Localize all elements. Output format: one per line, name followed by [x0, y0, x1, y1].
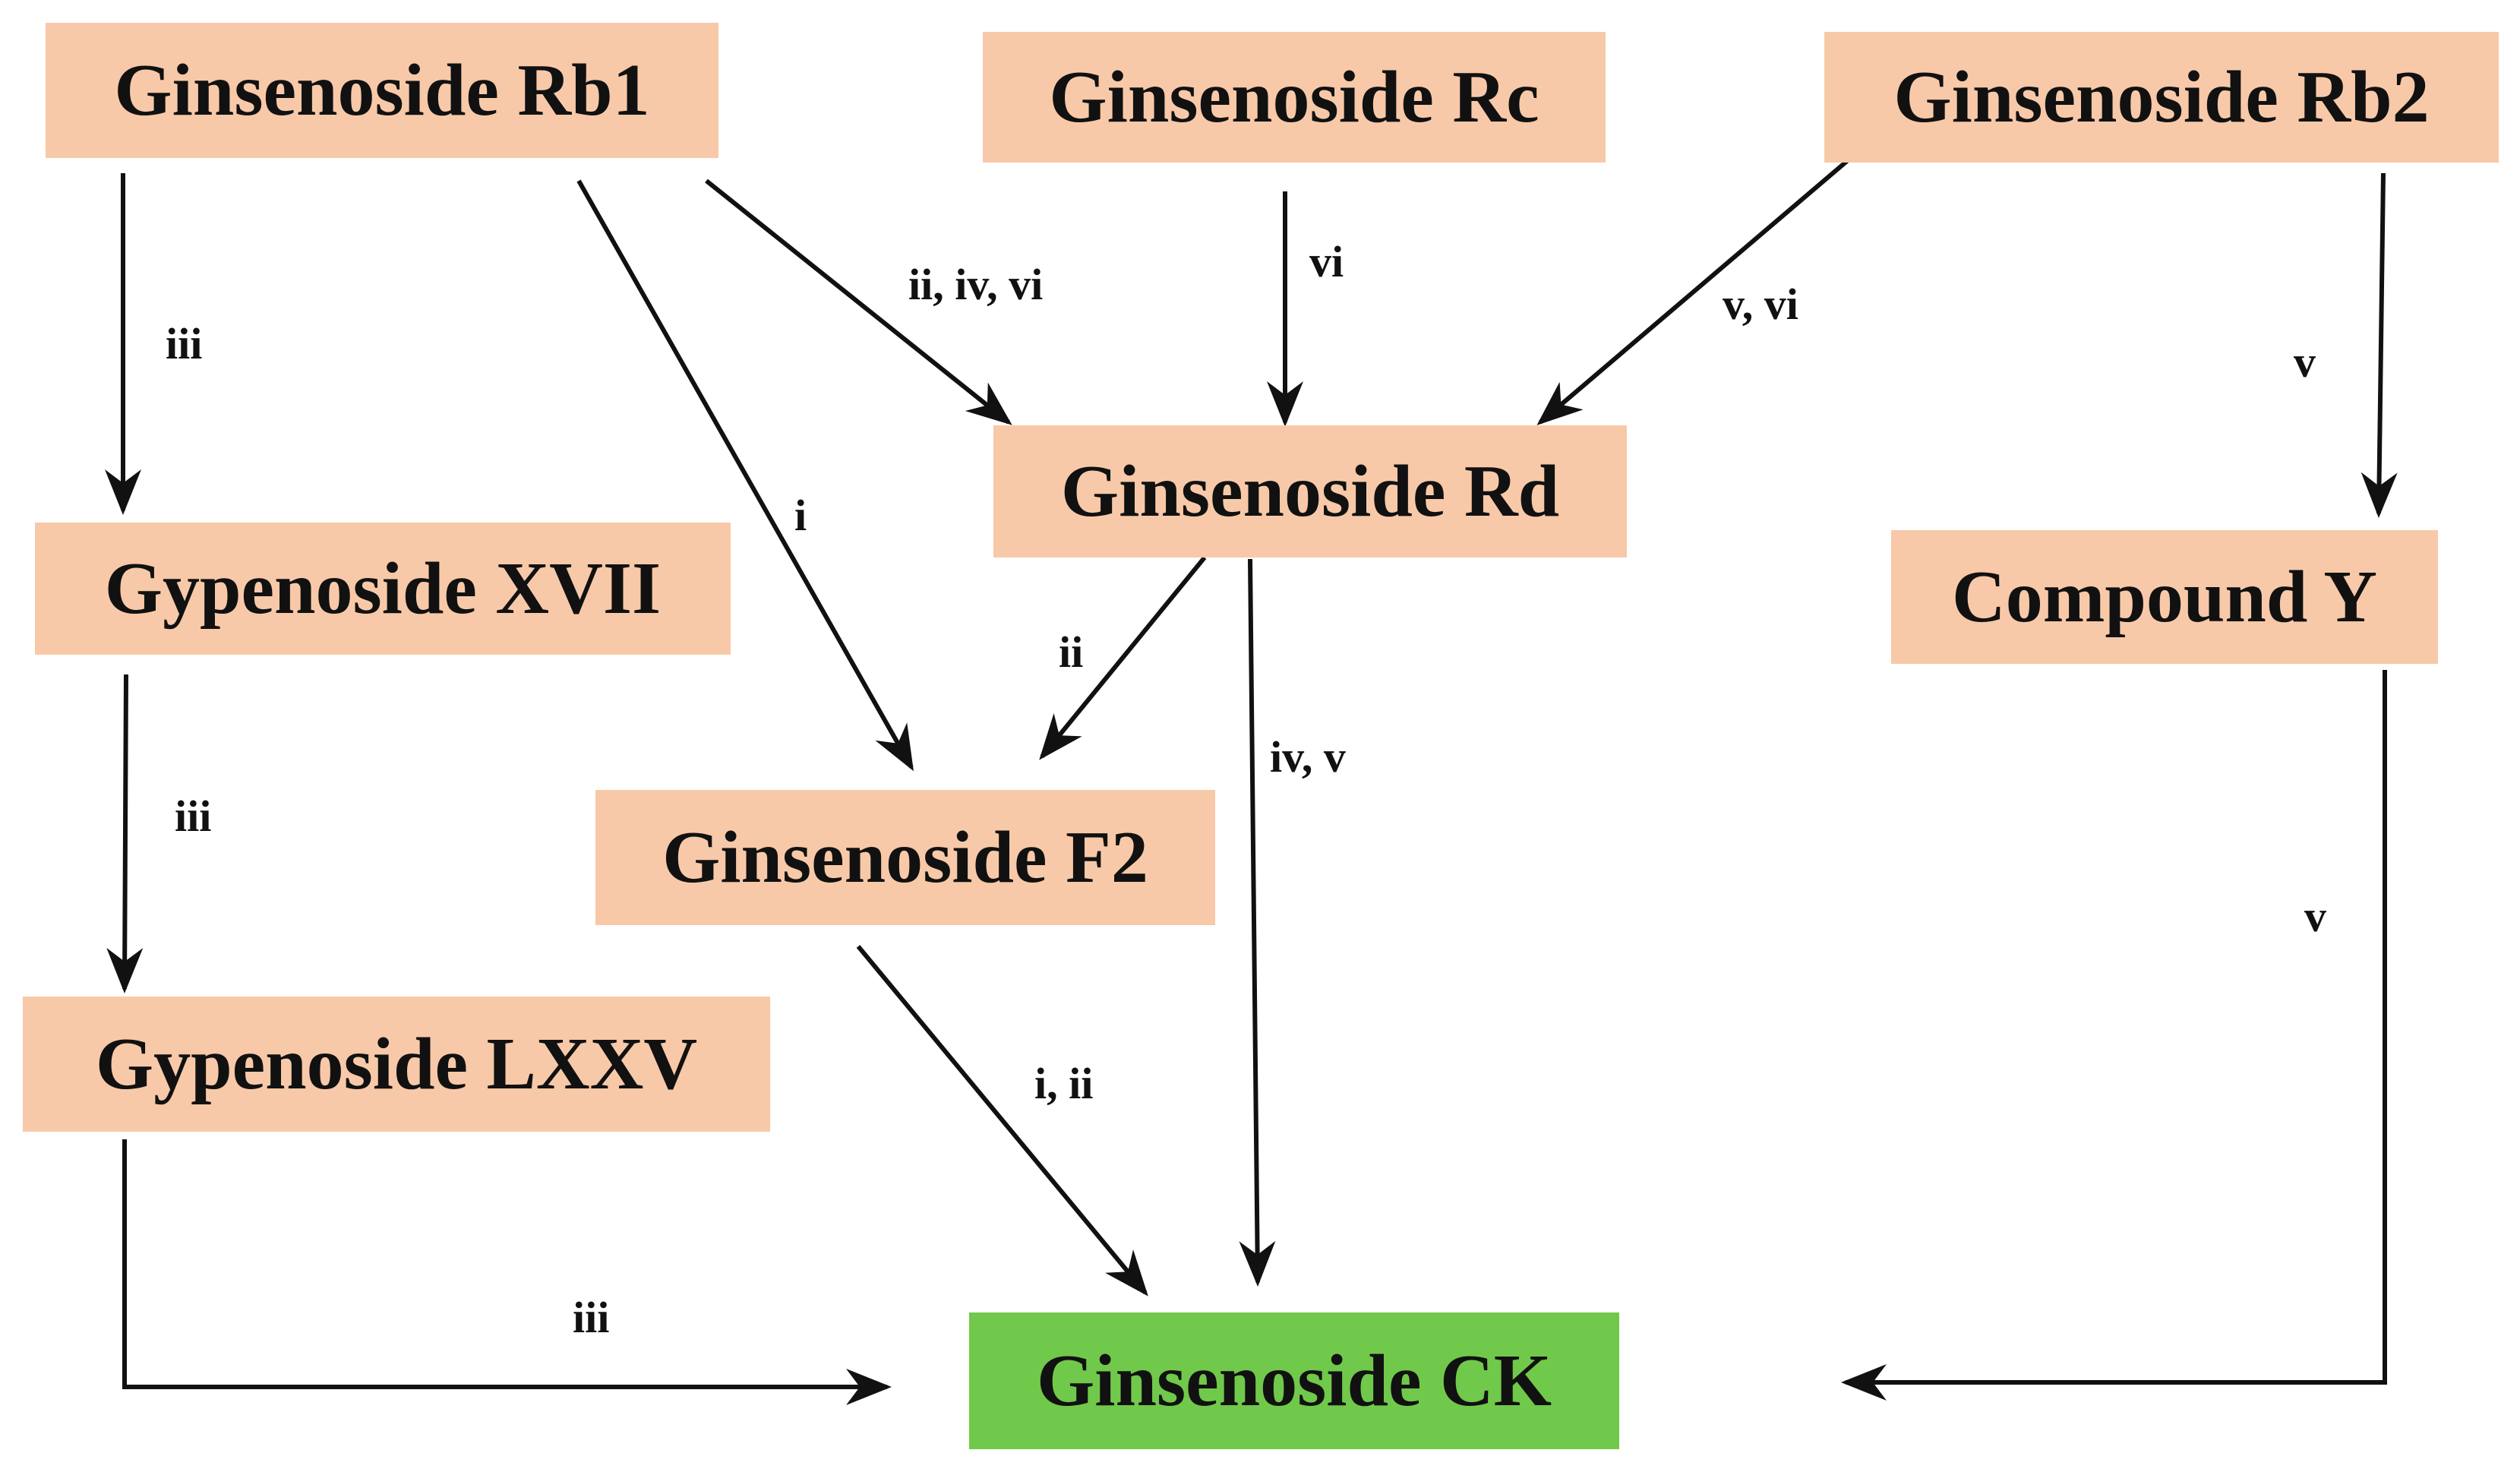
node-gypenoside-lxxv: Gypenoside LXXV — [23, 997, 770, 1132]
node-label: Gypenoside XVII — [104, 548, 662, 630]
arrow-rb1-to-f2 — [576, 179, 914, 772]
edge-label-rb2-rd: v, vi — [1723, 280, 1798, 329]
edge-label-compound-y-ck: v — [2304, 892, 2326, 941]
arrow-rd-to-f2 — [1039, 556, 1207, 760]
node-ginsenoside-rc: Ginsenoside Rc — [983, 32, 1606, 163]
node-label: Ginsenoside Rd — [1060, 450, 1560, 532]
node-label: Ginsenoside CK — [1037, 1340, 1552, 1422]
node-ginsenoside-ck: Ginsenoside CK — [969, 1312, 1619, 1449]
node-ginsenoside-rb2: Ginsenoside Rb2 — [1824, 32, 2499, 163]
node-ginsenoside-rb1: Ginsenoside Rb1 — [46, 23, 718, 158]
edge-label-gypenoside-xvii-lxxv: iii — [175, 791, 212, 841]
edge-label-rd-f2: ii — [1059, 627, 1084, 677]
node-gypenoside-xvii: Gypenoside XVII — [35, 523, 731, 655]
edge-label-rb1-gypenoside-xvii: iii — [166, 319, 203, 368]
node-compound-y: Compound Y — [1891, 530, 2438, 664]
node-label: Ginsenoside Rc — [1049, 56, 1539, 138]
arrow-rb1-to-rd — [705, 178, 1012, 425]
node-label: Ginsenoside F2 — [662, 817, 1148, 899]
edge-label-rb1-f2: i — [794, 491, 807, 540]
node-label: Ginsenoside Rb1 — [114, 49, 650, 131]
node-ginsenoside-rd: Ginsenoside Rd — [993, 425, 1627, 558]
edge-label-rb2-compound-y: v — [2294, 337, 2316, 387]
edge-label-rc-rd: vi — [1309, 237, 1344, 286]
arrow-rd-to-ck — [1239, 558, 1276, 1287]
edge-label-rd-ck: iv, v — [1270, 732, 1346, 782]
arrow-compound-y-to-ck — [1841, 670, 2387, 1401]
arrow-gypenoside-lxxv-to-ck — [122, 1139, 892, 1405]
node-label: Gypenoside LXXV — [95, 1023, 698, 1105]
edge-label-f2-ck: i, ii — [1034, 1059, 1094, 1108]
node-ginsenoside-f2: Ginsenoside F2 — [595, 790, 1215, 925]
arrow-rb2-to-compound-y — [2361, 172, 2398, 518]
arrow-gypenoside-xvii-to-lxxv — [106, 674, 144, 993]
edge-label-rb1-rd: ii, iv, vi — [908, 260, 1044, 309]
arrow-rb2-to-rd — [1536, 159, 1849, 425]
arrow-f2-to-ck — [856, 945, 1148, 1297]
node-label: Ginsenoside Rb2 — [1893, 56, 2430, 138]
node-label: Compound Y — [1951, 556, 2378, 638]
edge-label-gypenoside-lxxv-ck: iii — [573, 1293, 610, 1342]
